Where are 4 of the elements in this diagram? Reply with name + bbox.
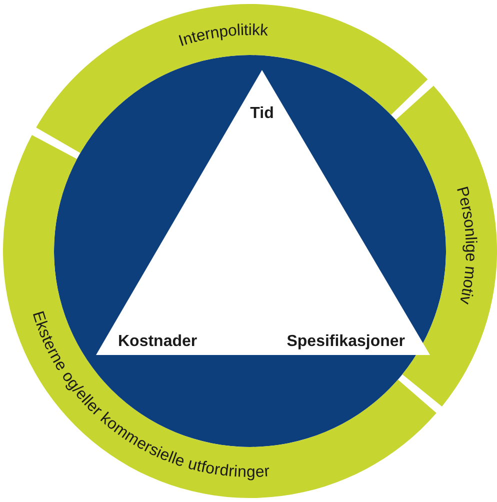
corner-label: Tid	[250, 105, 274, 122]
ring-label: Internpolitikk	[176, 21, 269, 50]
corner-label: Spesifikasjoner	[286, 333, 405, 350]
corner-label: Kostnader	[118, 333, 198, 350]
